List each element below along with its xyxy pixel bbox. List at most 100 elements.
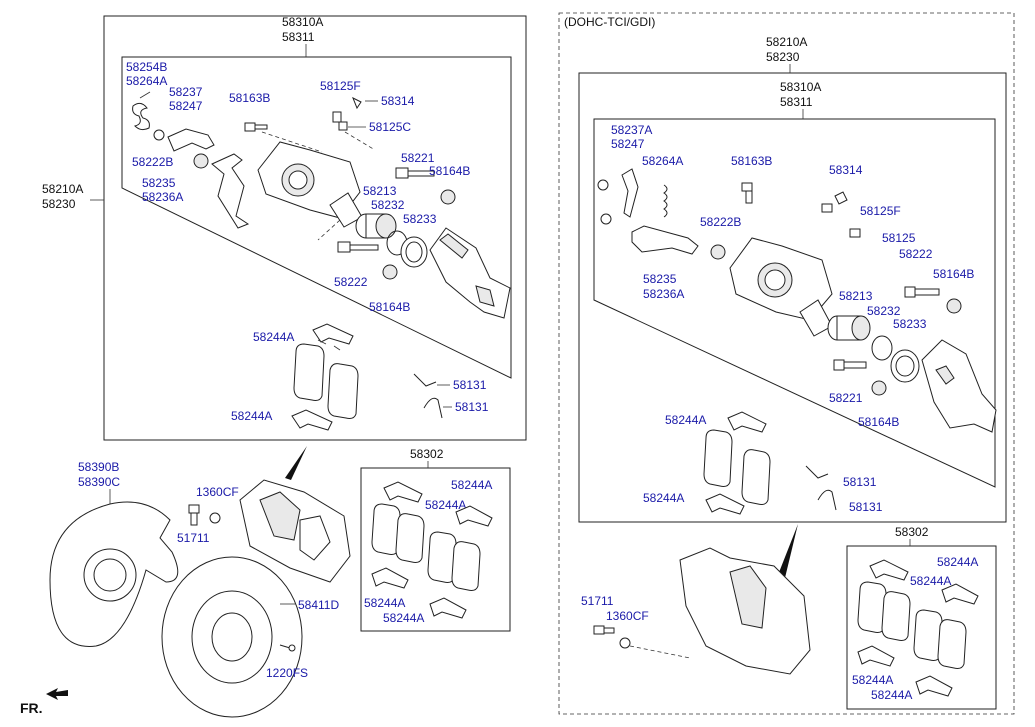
left-assy-label-b: 58230 bbox=[42, 197, 76, 211]
spring-label-b: 58264A bbox=[126, 74, 167, 88]
boot-left-label: 58222B bbox=[132, 155, 173, 169]
right-lever-bracket-icon bbox=[631, 225, 699, 255]
bleeder-cap-label: 58314 bbox=[381, 94, 415, 108]
bleeder-cap-b-label: 58125C bbox=[369, 120, 411, 134]
right-kit-label-a: 58310A bbox=[780, 80, 821, 94]
left-kit-label-a: 58310A bbox=[282, 15, 323, 29]
right-carrier-bracket-icon bbox=[921, 339, 997, 433]
right-caliper-frame bbox=[578, 72, 1007, 523]
lever-bracket-label-b: 58236A bbox=[142, 190, 183, 204]
guide-bolt-icon bbox=[244, 122, 268, 132]
right-guide-pin-upper-label: 58222 bbox=[899, 247, 933, 261]
boot-upper-icon bbox=[440, 189, 456, 205]
shim-bottom-icon bbox=[291, 409, 333, 431]
right-small-parts-icon bbox=[597, 168, 861, 260]
right-boot-left-label: 58222B bbox=[700, 215, 741, 229]
left-assembly-dashes bbox=[261, 131, 376, 241]
left-pad-kit-shim-bl: 58244A bbox=[364, 596, 405, 610]
right-spring-clip-b-label: 58131 bbox=[849, 500, 883, 514]
spring-clip-a-icon bbox=[413, 373, 437, 387]
right-pad-kit-shim-bl: 58244A bbox=[852, 673, 893, 687]
right-piston-seal-label: 58232 bbox=[867, 304, 901, 318]
right-guide-pin-lower-icon bbox=[833, 359, 867, 371]
right-bleeder-cap-label: 58314 bbox=[829, 163, 863, 177]
lever-bracket-label-a: 58235 bbox=[142, 176, 176, 190]
bolt-label-left: 51711 bbox=[177, 531, 210, 545]
left-kit-label-b: 58311 bbox=[282, 30, 315, 44]
spring-clip-a-label: 58131 bbox=[453, 378, 487, 392]
right-pad-kit-title: 58302 bbox=[895, 525, 929, 539]
dust-cover-icon bbox=[49, 501, 179, 647]
shim-top-icon bbox=[312, 323, 354, 351]
piston-label: 58213 bbox=[363, 184, 397, 198]
spring-icon bbox=[132, 91, 151, 131]
guide-pin-upper-label: 58221 bbox=[401, 151, 435, 165]
pad-bracket-icon bbox=[167, 128, 215, 152]
bolt-washer-label-left: 1360CF bbox=[196, 485, 239, 499]
right-lever-bracket-label-b: 58236A bbox=[643, 287, 684, 301]
assembled-caliper-left-icon bbox=[239, 479, 351, 583]
right-bleeder-b-label: 58125 bbox=[882, 231, 916, 245]
boot-lower-icon bbox=[382, 264, 398, 280]
shim-bottom-label: 58244A bbox=[231, 409, 272, 423]
right-bolt-dash bbox=[629, 645, 691, 659]
right-assy-label-b: 58230 bbox=[766, 50, 800, 64]
right-bolt-icon bbox=[593, 625, 615, 635]
right-piston-boot-label: 58233 bbox=[893, 317, 927, 331]
piston-boot-label: 58233 bbox=[403, 212, 437, 226]
right-piston-boot-icon bbox=[890, 349, 920, 383]
bolt-left-icon bbox=[188, 504, 200, 526]
right-pad-kit-shim-tr: 58244A bbox=[937, 555, 978, 569]
piston-icon bbox=[355, 213, 397, 239]
boot-left-icon bbox=[193, 153, 209, 169]
right-pad-kit-shim-br: 58244A bbox=[871, 688, 912, 702]
spring-clip-b-label: 58131 bbox=[455, 400, 489, 414]
variant-note: (DOHC-TCI/GDI) bbox=[564, 15, 655, 29]
spring-clip-b-icon bbox=[423, 397, 443, 419]
brake-pad-left-icon bbox=[293, 343, 359, 419]
right-piston-label: 58213 bbox=[839, 289, 873, 303]
boot-lower-label: 58164B bbox=[369, 300, 410, 314]
shim-top-label: 58244A bbox=[253, 330, 294, 344]
left-pad-kit-shim-br: 58244A bbox=[383, 611, 424, 625]
pad-kit-right-parts-icon bbox=[857, 559, 979, 697]
screw-icon bbox=[279, 644, 296, 652]
right-guide-pin-lower-label: 58221 bbox=[829, 391, 863, 405]
guide-bolt-label: 58163B bbox=[229, 91, 270, 105]
right-bleeder-screw-label: 58125F bbox=[860, 204, 901, 218]
left-caliper-kit-frame bbox=[121, 56, 512, 379]
right-assy-label-a: 58210A bbox=[766, 35, 807, 49]
guide-pin-lower-label: 58222 bbox=[334, 275, 368, 289]
right-assembled-caliper-icon bbox=[679, 547, 811, 675]
right-spring-clip-a-label: 58131 bbox=[843, 475, 877, 489]
pointer-wedge-right bbox=[776, 524, 798, 582]
disc-label: 58411D bbox=[298, 598, 339, 612]
left-pad-kit-shim-mid: 58244A bbox=[425, 498, 466, 512]
right-boot-lower-label: 58164B bbox=[858, 415, 899, 429]
dust-cover-label-b: 58390C bbox=[78, 475, 120, 489]
right-pad-bracket-label-b: 58247 bbox=[611, 137, 645, 151]
right-shim-bottom-label: 58244A bbox=[643, 491, 684, 505]
variant-dashed-frame bbox=[558, 12, 1015, 715]
right-boot-lower-icon bbox=[871, 380, 887, 396]
right-guide-pin-upper-icon bbox=[904, 286, 940, 298]
guide-pin-lower-icon bbox=[337, 241, 379, 253]
washer-left-icon bbox=[209, 512, 221, 524]
caliper-body-icon bbox=[257, 141, 363, 228]
piston-seal-label: 58232 bbox=[371, 198, 405, 212]
right-boot-upper-icon bbox=[946, 298, 962, 314]
boot-upper-label: 58164B bbox=[429, 164, 470, 178]
left-assy-label-a: 58210A bbox=[42, 182, 83, 196]
pad-kit-left-parts-icon bbox=[371, 481, 493, 619]
right-boot-upper-label: 58164B bbox=[933, 267, 974, 281]
right-caliper-kit-frame bbox=[593, 118, 996, 488]
carrier-bracket-icon bbox=[429, 227, 511, 319]
right-piston-icon bbox=[827, 315, 871, 341]
right-bolt-washer-label: 1360CF bbox=[606, 609, 649, 623]
left-pad-kit-shim-tr: 58244A bbox=[451, 478, 492, 492]
right-pad-kit-frame bbox=[846, 545, 997, 710]
right-caliper-body-icon bbox=[729, 237, 833, 337]
right-shim-top-label: 58244A bbox=[665, 413, 706, 427]
right-pads-icon bbox=[703, 411, 837, 515]
